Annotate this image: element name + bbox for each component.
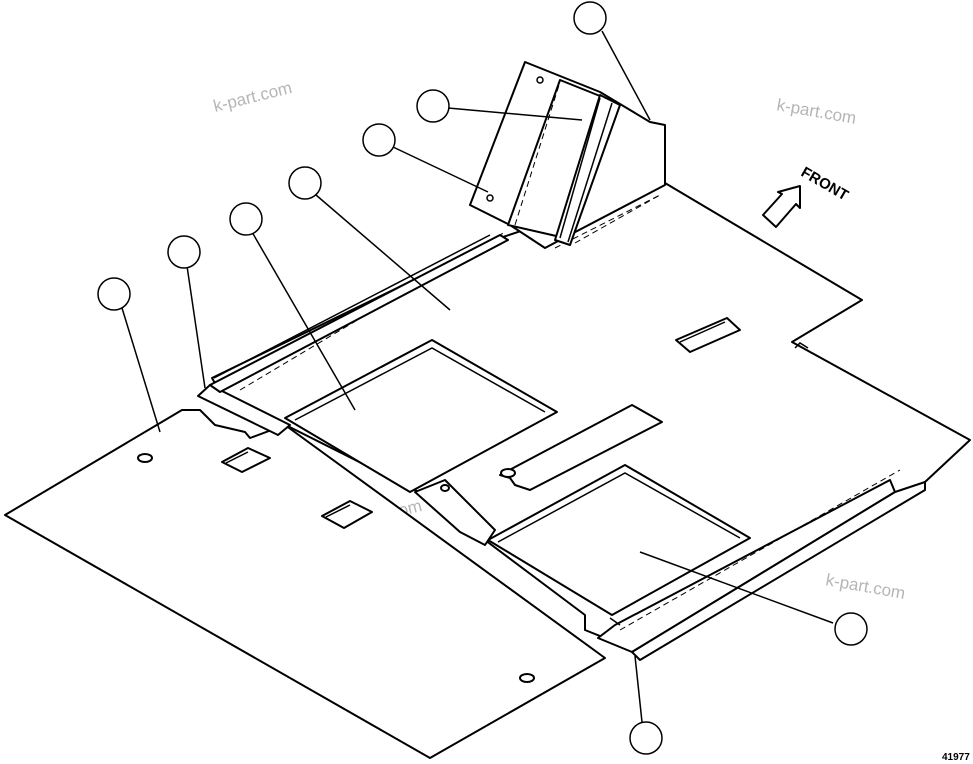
rear-floor-mat xyxy=(487,464,751,616)
watermark-4: k-part.com xyxy=(824,570,906,603)
callout-circle xyxy=(573,1,607,35)
front-label: FRONT xyxy=(798,164,851,205)
mat-pad-square xyxy=(321,500,373,529)
callout-circle xyxy=(416,89,450,123)
figure-number: 41977 xyxy=(942,752,970,763)
front-direction-arrow: FRONT xyxy=(762,164,851,228)
left-sill-strip xyxy=(197,234,509,436)
mat-hole xyxy=(519,673,535,683)
callout-circle xyxy=(629,721,663,755)
right-sill-strip xyxy=(597,469,926,661)
center-floor-mat xyxy=(284,339,558,493)
center-long-pad xyxy=(499,404,663,491)
leader-lines xyxy=(121,30,834,723)
mat-pad-square xyxy=(221,447,271,473)
front-floor-mat xyxy=(4,409,606,759)
mat-hole xyxy=(137,453,153,463)
callout-circle xyxy=(167,235,201,269)
callout-circle xyxy=(288,166,322,200)
callout-circle xyxy=(97,277,131,311)
callout-circle xyxy=(362,123,396,157)
center-bridge-strip xyxy=(414,479,496,546)
carpet-slot-opening xyxy=(675,317,741,353)
callout-circle xyxy=(229,202,263,236)
watermark-1: k-part.com xyxy=(211,78,294,116)
console-riser-panel xyxy=(469,61,666,249)
callout-markers xyxy=(97,1,868,755)
watermark-2: k-part.com xyxy=(775,95,857,128)
callout-circle xyxy=(834,612,868,646)
